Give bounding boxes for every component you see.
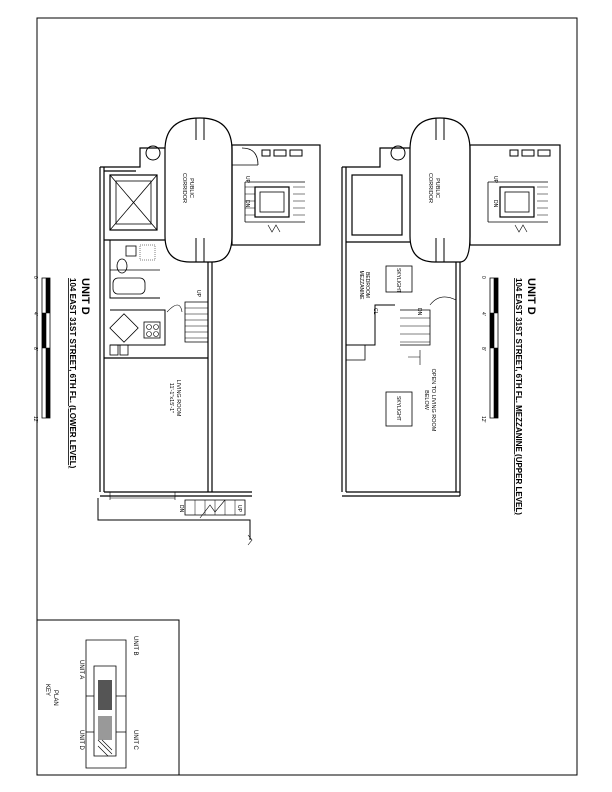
skylight-2: [385, 391, 413, 427]
upper-scale-12: 12': [480, 416, 486, 423]
lower-unit-title: UNIT D: [79, 278, 91, 315]
skylight-label-2: SKYLIGHT: [395, 396, 401, 421]
bedroom-label-2: MEZZANINE: [358, 271, 364, 301]
key-plan-label-1: KEY: [44, 684, 50, 696]
corridor-bottom-bulb: [164, 235, 233, 263]
lower-scale-0: 0: [32, 276, 38, 279]
bathtub: [112, 277, 146, 295]
upper-scale-8: 8': [480, 347, 486, 351]
upper-stair-tower: [469, 144, 561, 246]
upper-level-plan: PUBLIC CORRIDOR BEDROOM MEZZANINE CL DN …: [341, 117, 561, 515]
upper-shaft: [351, 174, 403, 236]
upper-scale-4: 4': [480, 312, 486, 316]
open-to-living-label-2: BELOW: [423, 390, 429, 411]
elevator-shaft: [109, 174, 158, 231]
interior-stair-up-label: UP: [195, 290, 201, 298]
key-plan-box: [36, 619, 180, 776]
key-plan-unit-c: UNIT C: [132, 730, 138, 751]
lower-stair-up-label: UP: [244, 176, 250, 184]
key-plan-unit-a: UNIT A: [78, 660, 84, 679]
closet-label: CL: [372, 308, 378, 315]
upper-corridor-label-1: PUBLIC: [434, 178, 440, 198]
corridor-top-bulb: [164, 117, 233, 151]
bedroom-label-1: BEDROOM: [364, 272, 370, 298]
skylight-1: [385, 265, 413, 293]
upper-address-title: 104 EAST 31ST STREET, 6TH FL. MEZZANINE …: [514, 278, 523, 515]
kitchen-sink: [109, 313, 139, 343]
open-to-living-label-1: OPEN TO LIVING ROOM: [430, 369, 436, 432]
lower-scale-12: 12': [32, 416, 38, 423]
upper-tower-dn-label: DN: [492, 200, 498, 208]
toilet: [116, 258, 128, 274]
lower-corridor-label-2: CORRIDOR: [181, 173, 187, 203]
key-plan: KEY PLAN UNIT A UNIT B UNIT C UNIT D: [36, 619, 180, 776]
lower-scale-8: 8': [32, 347, 38, 351]
sheet-border: [36, 17, 578, 776]
lower-scale-4: 4': [32, 312, 38, 316]
upper-scale-0: 0: [480, 276, 486, 279]
key-plan-unit-b: UNIT B: [132, 636, 138, 656]
upper-stair-dn-label: DN: [416, 308, 422, 316]
sink: [125, 245, 137, 257]
key-plan-label-2: PLAN: [52, 690, 58, 706]
lower-level-plan: PUBLIC CORRIDOR LIVING ROOM 11'-1"x15'-1…: [32, 117, 321, 546]
lower-stair-dn-label: DN: [244, 200, 250, 208]
upper-corridor-label-2: CORRIDOR: [427, 173, 433, 203]
upper-unit-title: UNIT D: [525, 278, 537, 315]
living-room-label: LIVING ROOM: [175, 380, 181, 417]
lower-corridor-label-1: PUBLIC: [188, 178, 194, 198]
lower-stair-tower: [231, 144, 321, 246]
cooktop: [143, 321, 161, 339]
key-plan-unit-d: UNIT D: [78, 730, 84, 751]
upper-tower-up-label: UP: [492, 176, 498, 184]
living-room-dims: 11'-1"x15'-1": [168, 383, 174, 413]
exterior-stair-up-label: UP: [236, 505, 242, 513]
skylight-label-1: SKYLIGHT: [395, 268, 401, 293]
exterior-stair-dn-label: DN: [178, 505, 184, 513]
lower-address-title: 104 EAST 31ST STREET, 6TH FL. (LOWER LEV…: [68, 278, 77, 469]
